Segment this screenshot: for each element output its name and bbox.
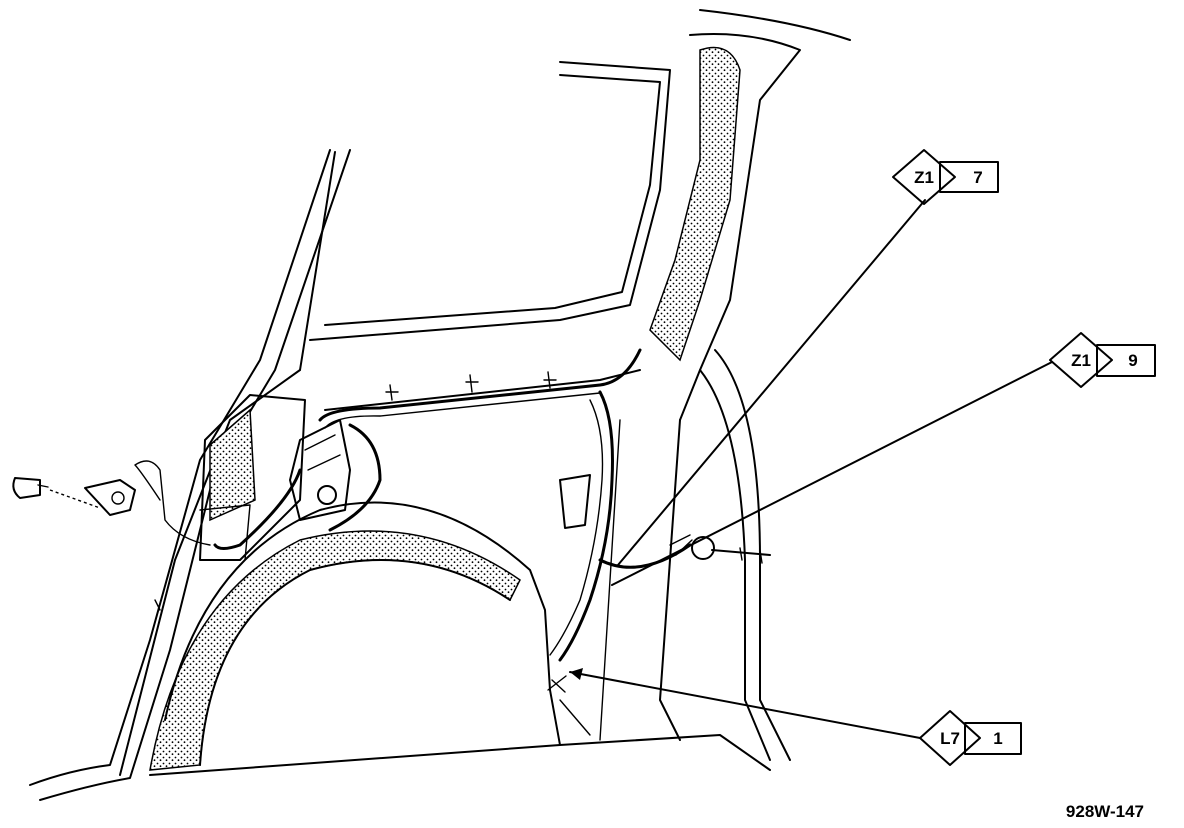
- callout-z1-9: Z1 9: [1049, 332, 1156, 388]
- side-marker-connector: [12, 477, 136, 516]
- inner-trim-panel: [154, 394, 306, 611]
- leader-lines: [547, 199, 1053, 739]
- callout-z1-7: Z1 7: [892, 149, 999, 205]
- callout-z1-7-number: 7: [973, 168, 982, 187]
- lamp-assembly: [289, 419, 351, 521]
- callout-l7-1: L7 1: [919, 710, 1022, 766]
- callout-z1-9-number: 9: [1128, 351, 1137, 370]
- callout-z1-9-code: Z1: [1071, 351, 1091, 370]
- pillar-seal: [649, 46, 741, 362]
- callout-z1-7-code: Z1: [914, 168, 934, 187]
- figure-id: 928W-147: [1065, 802, 1144, 821]
- body-panel-outline: [29, 9, 851, 801]
- callout-l7-1-code: L7: [940, 729, 960, 748]
- wheelhouse: [149, 501, 551, 771]
- callout-l7-1-number: 1: [993, 729, 1002, 748]
